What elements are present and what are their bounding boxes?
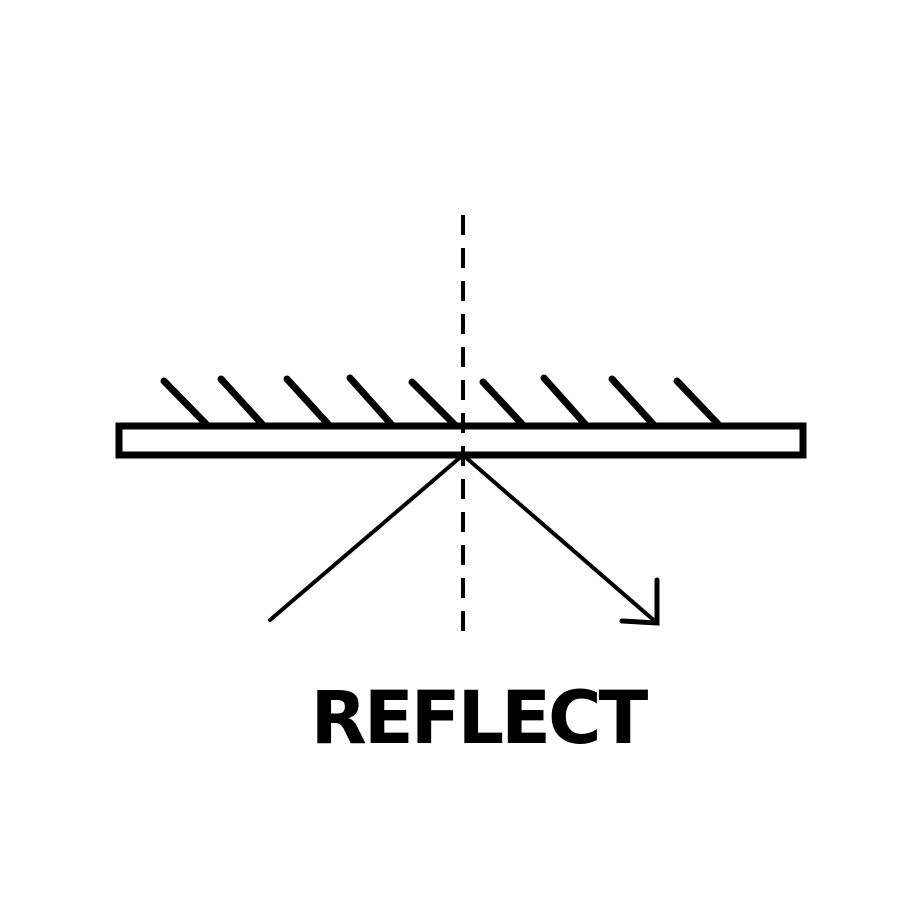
hatch-mark [283,375,332,428]
mirror-hatching [160,374,722,428]
hatch-mark [608,375,657,428]
hatch-mark [346,374,395,428]
incident-ray [268,453,465,622]
reflected-ray [461,453,659,625]
hatch-mark [217,375,266,428]
hatch-mark [479,378,526,428]
hatch-mark [160,377,210,428]
hatch-mark [408,378,458,428]
hatch-mark [540,374,589,428]
hatch-mark [673,377,722,428]
caption-text: REFLECT [310,676,649,761]
arrowhead [619,577,660,626]
